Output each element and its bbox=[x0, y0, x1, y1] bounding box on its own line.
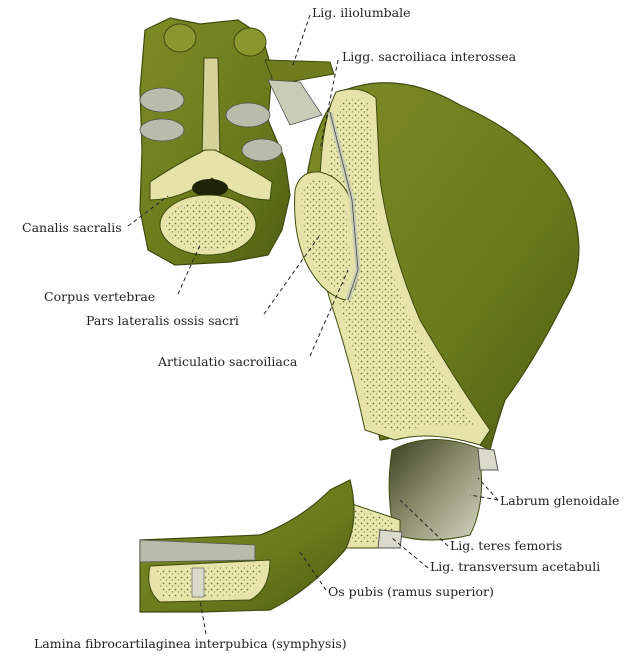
label-canalis-sacralis: Canalis sacralis bbox=[22, 220, 122, 235]
sacrum bbox=[139, 17, 291, 266]
pubic-ramus bbox=[139, 479, 355, 613]
pars-lateralis-sacri bbox=[294, 111, 361, 301]
label-lig-iliolumbale: Lig. iliolumbale bbox=[312, 5, 411, 20]
label-lamina-fibrocartilaginea: Lamina fibrocartilaginea interpubica (sy… bbox=[34, 636, 347, 651]
label-os-pubis: Os pubis (ramus superior) bbox=[328, 584, 494, 599]
label-pars-lateralis: Pars lateralis ossis sacri bbox=[86, 313, 239, 328]
iliolumbar-ligament bbox=[264, 59, 335, 126]
acetabulum bbox=[339, 439, 499, 549]
label-lig-teres-femoris: Lig. teres femoris bbox=[450, 538, 563, 553]
label-articulatio-sacroiliaca: Articulatio sacroiliaca bbox=[158, 354, 298, 369]
label-lig-transversum-acetabuli: Lig. transversum acetabuli bbox=[430, 559, 601, 574]
ilium bbox=[305, 82, 580, 451]
label-labrum-glenoidale: Labrum glenoidale bbox=[500, 493, 620, 508]
label-ligg-sacroiliaca-interossea: Ligg. sacroiliaca interossea bbox=[342, 49, 517, 64]
label-corpus-vertebrae: Corpus vertebrae bbox=[44, 289, 156, 304]
leader-lines bbox=[127, 14, 499, 635]
